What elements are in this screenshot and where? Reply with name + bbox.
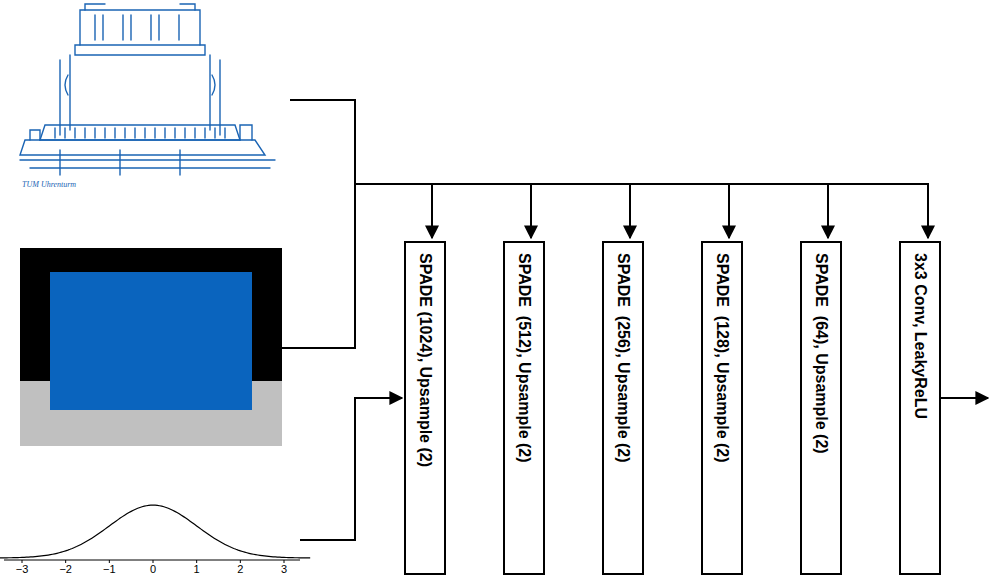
layer-box: SPADE (128), Upsample (2) (701, 241, 743, 575)
gaussian-curve (0, 505, 310, 558)
layer-box: 3x3 Conv, LeakyReLU (899, 241, 941, 575)
axis-tick (196, 560, 197, 563)
axis-tick-label: 0 (150, 563, 156, 575)
gaussian-plot (0, 505, 310, 563)
axis-tick (153, 560, 154, 563)
layer-box: SPADE (64), Upsample (2) (800, 241, 842, 575)
axis-tick-label: −1 (103, 563, 116, 575)
layer-label: 3x3 Conv, LeakyReLU (911, 243, 929, 419)
layer-box: SPADE (1024), Upsample (2) (404, 241, 446, 575)
layer-box: SPADE (512), Upsample (2) (503, 241, 545, 575)
axis-tick (22, 560, 23, 563)
layer-label: SPADE (128), Upsample (2) (713, 243, 731, 463)
axis-line (4, 560, 300, 561)
axis-tick (65, 560, 66, 563)
segmentation-map (20, 248, 282, 446)
axis-tick (284, 560, 285, 563)
axis-tick-label: 3 (281, 563, 287, 575)
axis-tick (109, 560, 110, 563)
layer-label: SPADE (64), Upsample (2) (812, 243, 830, 454)
signature: TUM Uhrenturm (22, 180, 76, 189)
layer-label: SPADE (256), Upsample (2) (614, 243, 632, 463)
axis-tick-label: −3 (16, 563, 29, 575)
layer-label: SPADE (1024), Upsample (2) (416, 243, 434, 467)
building-sketch (20, 4, 275, 175)
layer-box: SPADE (256), Upsample (2) (602, 241, 644, 575)
axis-tick (240, 560, 241, 563)
axis-tick-label: −2 (59, 563, 72, 575)
axis-tick-label: 2 (237, 563, 243, 575)
axis-tick-label: 1 (194, 563, 200, 575)
layer-label: SPADE (512), Upsample (2) (515, 243, 533, 463)
